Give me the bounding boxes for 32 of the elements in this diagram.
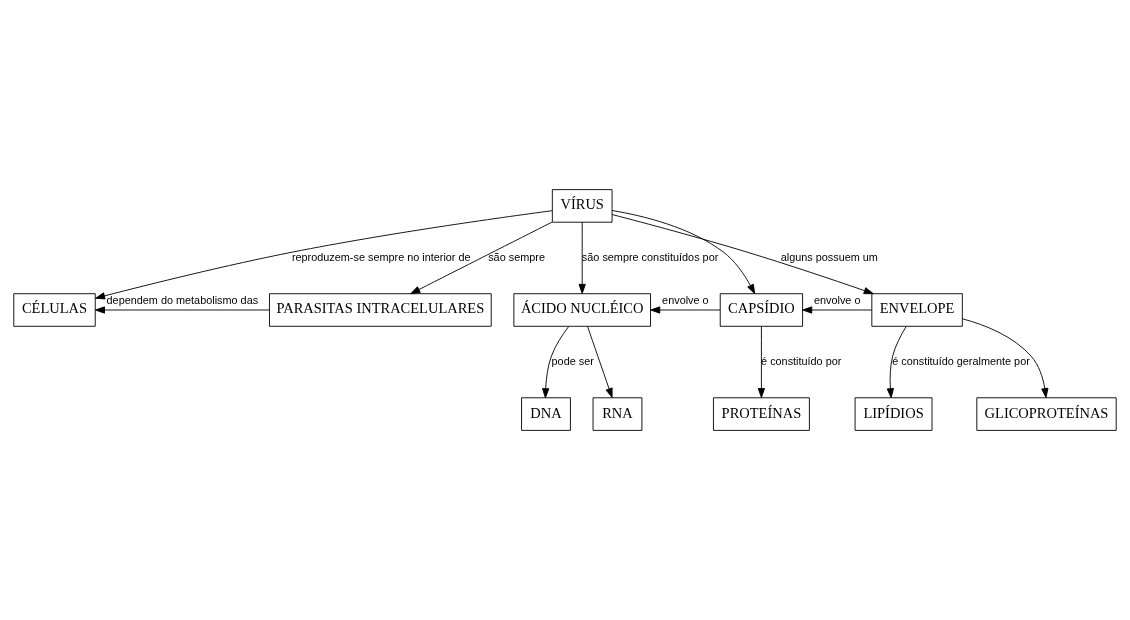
edge-label: envolve o xyxy=(662,294,709,307)
arrow xyxy=(611,214,874,295)
arrow xyxy=(757,326,766,398)
edge-label: dependem do metabolismo das xyxy=(106,294,259,307)
arrow xyxy=(886,326,907,399)
arrow xyxy=(650,306,721,314)
node-box: ENVELOPE xyxy=(871,293,963,327)
edge-label: envolve o xyxy=(813,294,861,307)
arrow xyxy=(611,210,756,295)
arrow xyxy=(802,306,873,314)
edge-label: são sempre xyxy=(488,250,545,263)
node-box: RNA xyxy=(592,397,643,431)
node-box: ÁCIDO NUCLÉICO xyxy=(513,293,651,327)
arrow xyxy=(95,306,270,314)
node-box: DNA xyxy=(521,397,571,431)
arrow xyxy=(587,326,613,398)
edge-label: reproduzem-se sempre no interior de xyxy=(291,250,471,263)
edge-label: é constituído geralmente por xyxy=(892,354,1030,367)
arrow xyxy=(962,318,1049,399)
node-box: GLICOPROTEÍNAS xyxy=(976,397,1117,431)
node-box: PROTEÍNAS xyxy=(713,397,810,431)
edge-label: alguns possuem um xyxy=(780,250,878,263)
arrow xyxy=(542,326,570,399)
node-box: LIPÍDIOS xyxy=(854,397,933,431)
node-box: VÍRUS xyxy=(551,189,613,223)
arrow xyxy=(578,221,586,294)
arrow xyxy=(410,221,553,295)
node-box: CAPSÍDIO xyxy=(719,293,804,327)
node-box: CÉLULAS xyxy=(13,293,96,327)
node-box: PARASITAS INTRACELULARES xyxy=(269,293,492,327)
arrow xyxy=(95,210,553,300)
edge-label: pode ser xyxy=(551,354,594,367)
